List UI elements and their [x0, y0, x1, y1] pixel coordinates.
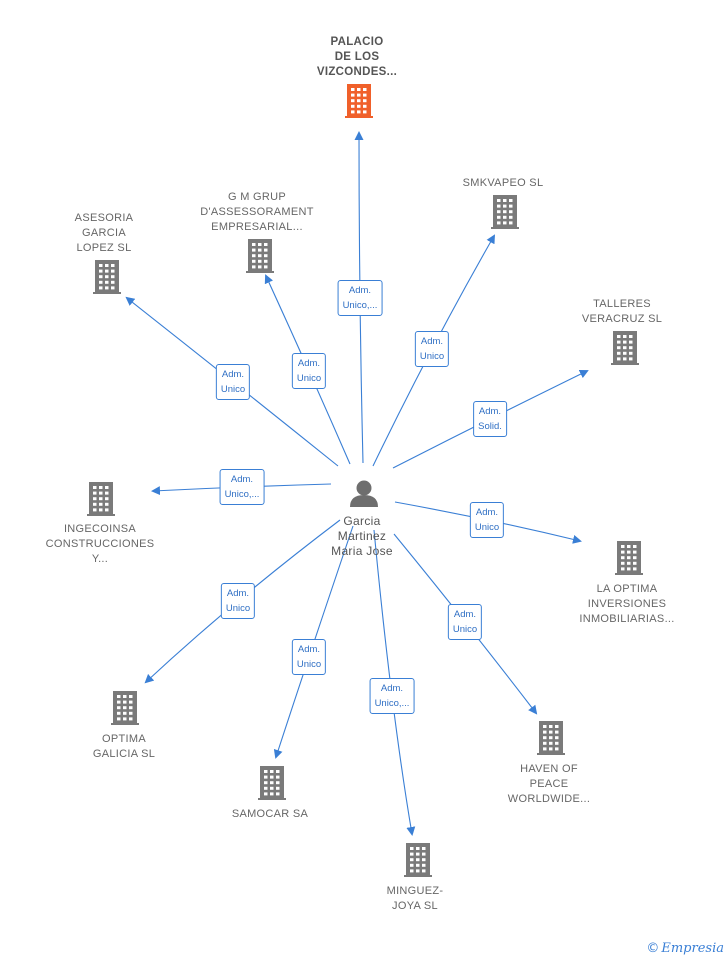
building-icon-palacio[interactable]	[345, 84, 373, 118]
company-label-ingecoinsa-line: CONSTRUCCIONES	[45, 538, 155, 550]
company-label-talleres[interactable]: TALLERES VERACRUZ SL	[582, 297, 662, 327]
relation-text: Adm.	[420, 336, 444, 347]
building-icon-gm-grup[interactable]	[246, 239, 274, 273]
building-icon-ingecoinsa[interactable]	[87, 482, 115, 516]
company-label-minguez[interactable]: MINGUEZ- JOYA SL	[387, 884, 444, 914]
company-label-haven-line: PEACE	[529, 778, 569, 790]
company-label-optima-galicia-line: GALICIA SL	[92, 748, 156, 760]
company-label-palacio-line: DE LOS	[334, 51, 380, 63]
relation-text: Adm.	[380, 683, 404, 694]
relation-text: Unico,...	[342, 300, 378, 311]
company-label-gm-grup-line: G M GRUP	[227, 191, 287, 203]
relation-text: Adm.	[297, 358, 321, 369]
relation-badge-talleres[interactable]: Adm. Solid.	[473, 401, 507, 437]
relation-badge-haven[interactable]: Adm. Unico	[447, 604, 483, 640]
company-label-smkvapeo-line: SMKVAPEO SL	[462, 177, 544, 189]
relation-text: Unico	[296, 373, 322, 384]
company-label-asesoria-line: ASESORIA	[74, 212, 134, 224]
company-label-palacio[interactable]: PALACIO DE LOS VIZCONDES...	[317, 35, 397, 80]
company-label-talleres-line: TALLERES	[593, 298, 651, 310]
company-label-talleres-line: VERACRUZ SL	[581, 313, 663, 325]
relation-badge-samocar[interactable]: Adm. Unico	[291, 639, 327, 675]
company-label-gm-grup-line: D'ASSESSORAMENT	[200, 206, 314, 218]
relation-text: Adm.	[230, 474, 254, 485]
company-label-asesoria-line: GARCIA	[82, 227, 126, 239]
relation-text: Unico	[296, 659, 322, 670]
company-label-haven-line: WORLDWIDE...	[507, 793, 591, 805]
company-label-asesoria-line: LOPEZ SL	[76, 242, 132, 254]
relation-text: Unico	[225, 603, 251, 614]
company-label-samocar-line: SAMOCAR SA	[231, 808, 309, 820]
copyright-brand[interactable]: ©Empresia	[646, 941, 724, 956]
person-icon[interactable]	[350, 480, 378, 508]
company-label-gm-grup-line: EMPRESARIAL...	[211, 221, 303, 233]
person-label-line: Maria Jose	[331, 544, 393, 558]
relation-badge-asesoria[interactable]: Adm. Unico	[215, 364, 251, 400]
building-icon-samocar[interactable]	[258, 766, 286, 800]
relation-text: Unico	[419, 351, 445, 362]
building-icon-smkvapeo[interactable]	[491, 195, 519, 229]
company-label-samocar[interactable]: SAMOCAR SA	[232, 807, 308, 822]
building-icon-minguez[interactable]	[404, 843, 432, 877]
relation-text: Unico,...	[224, 489, 260, 500]
relation-badge-gm-grup[interactable]: Adm. Unico	[291, 353, 327, 389]
relation-badge-la-optima[interactable]: Adm. Unico	[469, 502, 505, 538]
company-label-asesoria[interactable]: ASESORIA GARCIA LOPEZ SL	[75, 211, 134, 256]
company-label-palacio-line: PALACIO	[330, 36, 384, 48]
company-label-la-optima-line: LA OPTIMA	[596, 583, 658, 595]
relation-badge-optima-galicia[interactable]: Adm. Unico	[220, 583, 256, 619]
company-label-gm-grup[interactable]: G M GRUP D'ASSESSORAMENT EMPRESARIAL...	[200, 190, 314, 235]
relation-text: Solid.	[478, 421, 502, 432]
building-icon-asesoria[interactable]	[93, 260, 121, 294]
relation-badge-minguez[interactable]: Adm. Unico,...	[369, 678, 415, 714]
building-icon-talleres[interactable]	[611, 331, 639, 365]
company-label-palacio-line: VIZCONDES...	[316, 66, 398, 78]
relation-text: Adm.	[221, 369, 245, 380]
company-label-optima-galicia[interactable]: OPTIMA GALICIA SL	[93, 732, 155, 762]
relation-text: Unico	[220, 384, 246, 395]
relation-badge-ingecoinsa[interactable]: Adm. Unico,...	[219, 469, 265, 505]
relation-text: Unico	[452, 624, 478, 635]
relation-badge-palacio[interactable]: Adm. Unico,...	[337, 280, 383, 316]
company-label-ingecoinsa-line: Y...	[91, 553, 109, 565]
company-label-la-optima-line: INVERSIONES	[587, 598, 667, 610]
relation-text: Adm.	[226, 588, 250, 599]
company-label-la-optima-line: INMOBILIARIAS...	[579, 613, 675, 625]
copyright-symbol: ©	[646, 941, 660, 956]
relation-text: Unico	[474, 522, 500, 533]
building-icon-haven[interactable]	[537, 721, 565, 755]
relation-text: Unico,...	[374, 698, 410, 709]
building-icon-optima-galicia[interactable]	[111, 691, 139, 725]
company-label-minguez-line: JOYA SL	[392, 900, 438, 912]
relation-badge-smkvapeo[interactable]: Adm. Unico	[414, 331, 450, 367]
relation-text: Adm.	[348, 285, 372, 296]
person-label-line: Garcia	[343, 514, 381, 528]
company-label-ingecoinsa[interactable]: INGECOINSA CONSTRUCCIONES Y...	[46, 522, 155, 567]
relation-text: Adm.	[453, 609, 477, 620]
company-label-optima-galicia-line: OPTIMA	[102, 733, 146, 745]
relation-text: Adm.	[475, 507, 499, 518]
relation-text: Adm.	[297, 644, 321, 655]
relation-text: Adm.	[478, 406, 502, 417]
company-label-minguez-line: MINGUEZ-	[386, 885, 444, 897]
company-label-haven[interactable]: HAVEN OF PEACE WORLDWIDE...	[508, 762, 590, 807]
company-label-ingecoinsa-line: INGECOINSA	[63, 523, 137, 535]
person-label-line: Martinez	[337, 529, 387, 543]
building-icon-la-optima[interactable]	[615, 541, 643, 575]
company-label-haven-line: HAVEN OF	[520, 763, 578, 775]
company-label-la-optima[interactable]: LA OPTIMA INVERSIONES INMOBILIARIAS...	[579, 582, 674, 627]
company-label-smkvapeo[interactable]: SMKVAPEO SL	[463, 176, 544, 191]
brand-name: Empresia	[661, 941, 724, 956]
